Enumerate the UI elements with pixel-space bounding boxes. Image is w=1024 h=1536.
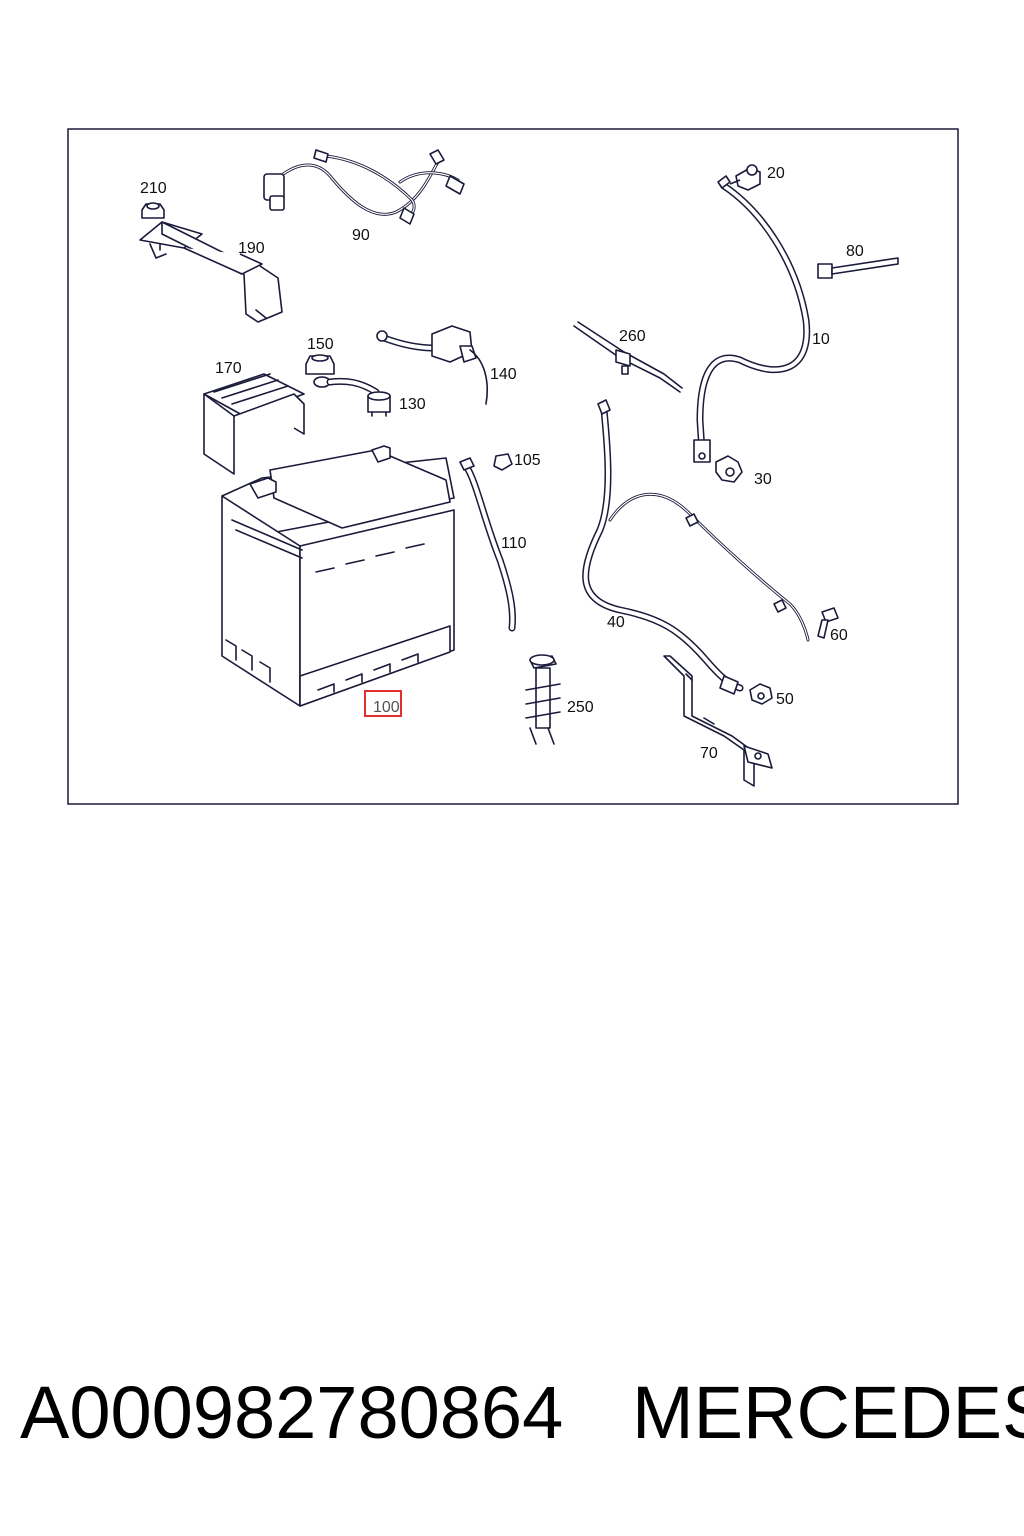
- part-130-battery-terminal: [313, 376, 391, 417]
- callout-labels: 210 90 190 20 80 10 260 150 140 170 130 …: [140, 165, 864, 762]
- callout-30: 30: [754, 471, 772, 488]
- part-140-terminal: [376, 325, 488, 405]
- part-110-vent-hose: [459, 457, 516, 632]
- callout-190: 190: [238, 240, 265, 257]
- part-100-battery: [221, 445, 455, 707]
- part-90-wiring-harness: [263, 149, 465, 225]
- callout-130: 130: [399, 396, 426, 413]
- callout-140: 140: [490, 366, 517, 383]
- part-10-ground-cable: [693, 175, 811, 463]
- part-170-cover: [203, 373, 305, 475]
- callout-40: 40: [607, 614, 625, 631]
- part-250-holder: [525, 654, 561, 745]
- callout-210: 210: [140, 180, 167, 197]
- part-40-battery-cable: [582, 399, 810, 695]
- callout-70: 70: [700, 745, 718, 762]
- part-260-tie-strap: [573, 321, 683, 393]
- part-50-nut: [749, 683, 773, 705]
- diagram-frame: [67, 128, 959, 805]
- callout-20: 20: [767, 165, 785, 182]
- part-number: A000982780864: [20, 1371, 564, 1454]
- callout-100-highlight: [364, 690, 402, 717]
- callout-260: 260: [619, 328, 646, 345]
- callout-250: 250: [567, 699, 594, 716]
- callout-80: 80: [846, 243, 864, 260]
- callout-100: 100: [373, 699, 400, 716]
- part-60-bolt: [817, 607, 839, 639]
- caption: A000982780864 MERCEDES: [0, 1370, 1024, 1480]
- callout-90: 90: [352, 227, 370, 244]
- brand-name: MERCEDES: [632, 1371, 1024, 1454]
- part-20-bolt: [729, 164, 761, 191]
- part-105-plug: [493, 453, 513, 471]
- part-30-bolt: [715, 455, 743, 483]
- callout-170: 170: [215, 360, 242, 377]
- callout-60: 60: [830, 627, 848, 644]
- callout-110: 110: [501, 535, 527, 552]
- callout-105: 105: [514, 452, 541, 469]
- part-80-cable-tie: [817, 257, 899, 279]
- callout-150: 150: [307, 336, 334, 353]
- part-70-bracket: [663, 655, 773, 787]
- part-210-clip-nut: [141, 202, 165, 219]
- callout-10: 10: [812, 331, 830, 348]
- callout-50: 50: [776, 691, 794, 708]
- part-150-clip-nut: [305, 354, 335, 375]
- part-190-bracket: [139, 221, 283, 323]
